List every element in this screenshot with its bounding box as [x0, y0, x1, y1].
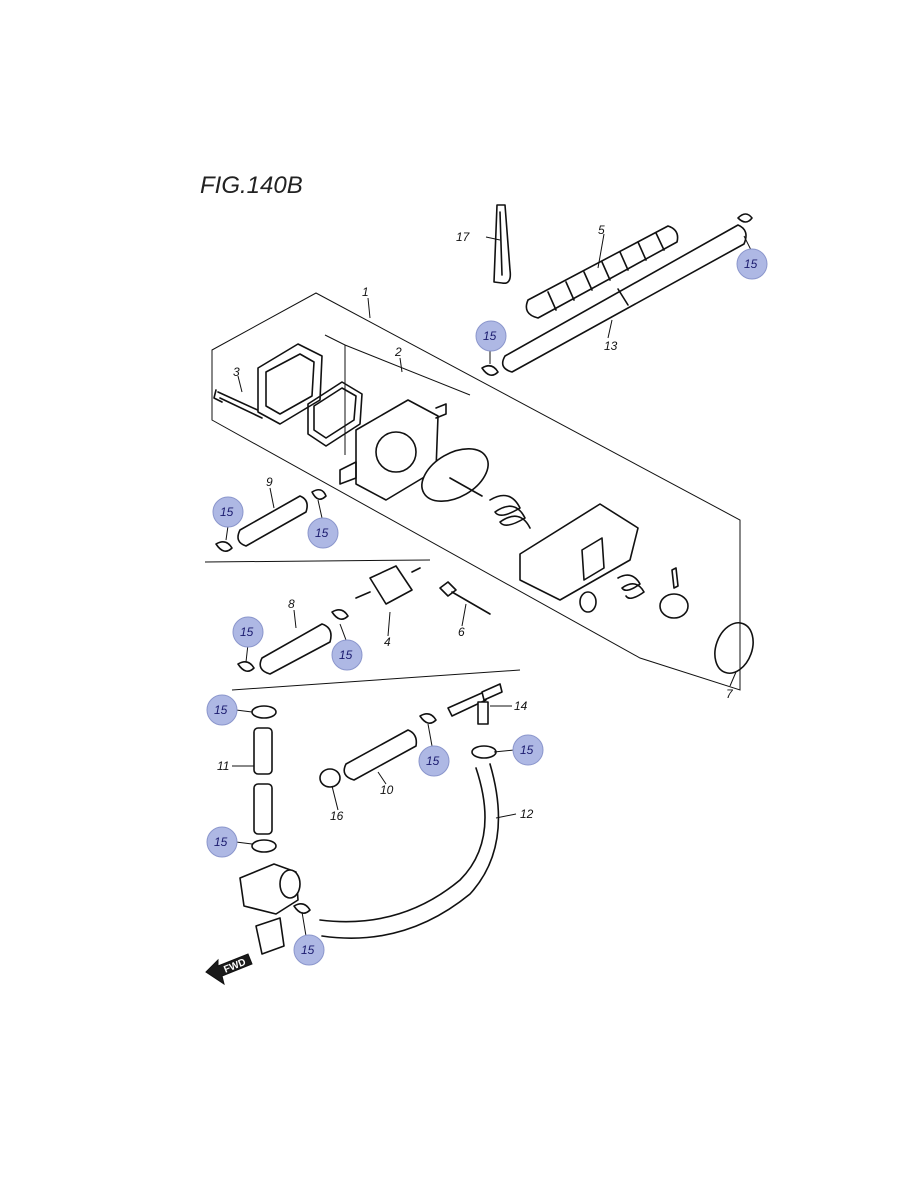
callout-4: 4	[384, 635, 391, 649]
callout-13: 13	[604, 339, 618, 353]
clip-part	[493, 204, 512, 285]
svg-text:15: 15	[240, 625, 254, 639]
svg-text:15: 15	[301, 943, 315, 957]
fwd-label: FWD	[222, 957, 247, 976]
svg-text:15: 15	[483, 329, 497, 343]
title-crop-mask	[195, 194, 315, 208]
callout-7: 7	[726, 687, 734, 701]
svg-text:15: 15	[315, 526, 329, 540]
svg-text:15: 15	[520, 743, 534, 757]
callout-16: 16	[330, 809, 344, 823]
bolt-6-part	[439, 581, 491, 615]
spring-small-part	[617, 574, 645, 600]
badge-15: 15	[307, 517, 339, 549]
callout-8: 8	[288, 597, 295, 611]
badge-15: 15	[418, 745, 450, 777]
fwd-direction-arrow: FWD	[205, 953, 253, 986]
clamp-16-part	[319, 768, 341, 788]
bolt-part	[213, 389, 263, 419]
fuel-filter-part	[355, 565, 421, 605]
badge-15: 15	[331, 639, 363, 671]
callout-3: 3	[233, 365, 240, 379]
hose-11-part	[253, 727, 273, 835]
callout-12: 12	[520, 807, 534, 821]
pump-body-part	[519, 503, 639, 601]
badge-15: 15	[212, 496, 244, 528]
callout-11: 11	[217, 759, 229, 773]
group-divider-1	[204, 559, 431, 563]
svg-text:15: 15	[426, 754, 440, 768]
svg-text:15: 15	[220, 505, 234, 519]
callout-9: 9	[266, 475, 273, 489]
leader-lines	[225, 233, 753, 937]
protector-part	[525, 225, 679, 319]
hose-8-part	[259, 623, 332, 675]
svg-text:15: 15	[214, 703, 228, 717]
pump-assembly-frame	[211, 292, 741, 691]
callout-10: 10	[380, 783, 394, 797]
callout-1: 1	[362, 285, 369, 299]
badge-15: 15	[512, 734, 544, 766]
group-divider-2	[231, 669, 521, 691]
o-ring-part	[714, 622, 754, 674]
spring-part	[489, 494, 531, 529]
badge-15: 15	[206, 826, 238, 858]
long-hose-part	[501, 224, 747, 373]
gasket-part	[307, 381, 363, 447]
svg-text:15: 15	[744, 257, 758, 271]
callout-17: 17	[456, 230, 471, 244]
badge-15: 15	[232, 616, 264, 648]
fuel-cock-part	[239, 863, 301, 955]
svg-text:15: 15	[214, 835, 228, 849]
diaphragm-part	[421, 447, 489, 503]
badge-15: 15	[475, 320, 507, 352]
pump-cover-part	[257, 343, 323, 425]
callout-5: 5	[598, 223, 605, 237]
hose-9-part	[237, 495, 308, 547]
t-joint-part	[447, 683, 503, 725]
svg-text:15: 15	[339, 648, 353, 662]
hose-12-part	[319, 763, 500, 939]
callout-14: 14	[514, 699, 528, 713]
sub-assembly-frame	[324, 334, 471, 396]
valve-part	[659, 567, 689, 619]
hose-10-part	[343, 729, 418, 781]
nut-part	[579, 591, 597, 613]
badge-15: 15	[206, 694, 238, 726]
badge-15: 15	[293, 934, 325, 966]
badge-15: 15	[736, 248, 768, 280]
hose-clamps	[215, 213, 753, 914]
callout-2: 2	[394, 345, 402, 359]
callout-6: 6	[458, 625, 465, 639]
